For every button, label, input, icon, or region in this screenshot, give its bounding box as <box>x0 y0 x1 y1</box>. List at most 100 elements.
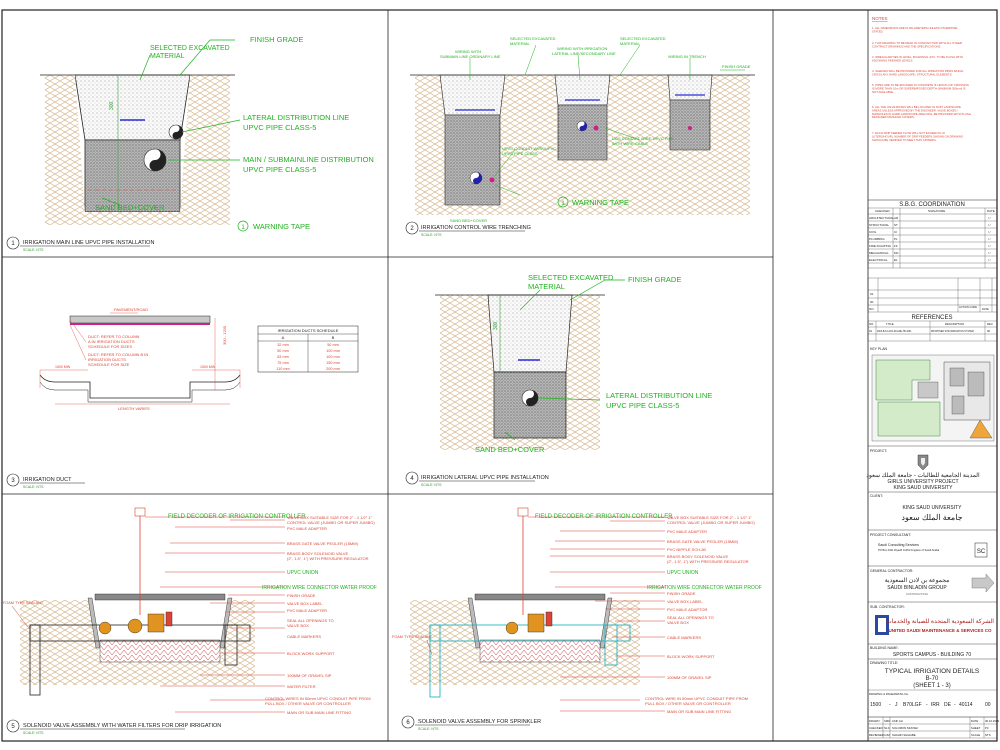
rev-row: NO. <box>869 307 875 311</box>
d2-wiring-submain-1: WIRING WITH <box>455 49 481 54</box>
d6-brass-solenoid-1: BRASS BODY SOLENOID VALVE <box>667 554 728 559</box>
d4-sand-bed: SAND BED+COVER <box>475 445 545 454</box>
d3-number: 3 <box>11 478 15 484</box>
d6-block-work: BLOCK WORK SUPPORT <box>667 654 715 659</box>
coord-row-code: MC <box>894 251 899 255</box>
note-item: 4. SLEEVES WILL BE PROVIDED FOR ALL IRRI… <box>872 69 963 76</box>
project-en-1: GIRLS UNIVERSITY PROJECT <box>887 479 958 485</box>
note-item: 1. ALL DIMENSIONS ARE IN MILLIMETERS UNL… <box>872 26 957 33</box>
d6-scale: SCALE: NTS <box>418 727 439 731</box>
detail-2-control-wire-trenching: WIRING WITH SUBMAIN LINE ORDINARY LINE W… <box>405 36 755 237</box>
sign-cell: SHAHIN SHIHABE <box>892 733 916 737</box>
d6-wire-connector: IRRIGATION WIRE CONNECTOR WATER PROOF <box>647 585 762 591</box>
drawing-no-part: 1500 <box>870 702 881 708</box>
d1-title: IRRIGATION MAIN LINE UPVC PIPE INSTALLAT… <box>23 240 154 246</box>
coord-row-date: / / <box>988 223 991 227</box>
d4-lateral-2: UPVC PIPE CLASS-5 <box>606 401 679 410</box>
d5-valve-box-1: VALVE BOX SUITABLE SIZE FOR 2" - 1 1/2" … <box>287 515 373 520</box>
drawing-no-part: - <box>954 702 956 708</box>
d1-warning-num: 1 <box>241 225 245 231</box>
drawing-no-part: IRR <box>931 702 940 708</box>
coord-head-date: DATE <box>987 209 995 213</box>
project-en-2: KING SAUD UNIVERSITY <box>894 485 954 491</box>
ref-head-rev: REV. <box>987 322 993 326</box>
detail-3-irrigation-duct: PAVEMENT/ROAD DUCT: REFER TO COLUMN A IN… <box>6 307 359 489</box>
d5-seal-1: SEAL ALL OPENINGS TO <box>287 618 334 623</box>
consultant-label: PROJECT CONSULTANT: <box>870 533 911 537</box>
ref-head-no: NO. <box>869 322 874 326</box>
d3-pavement: PAVEMENT/ROAD <box>114 307 148 312</box>
d3-dim-left: 1500 MIN <box>55 365 71 369</box>
detail-1-main-line-installation: 300 FINISH GRADE SELECTED EXCAVATED MATE… <box>6 35 374 252</box>
ref-cell: PROPOSED SITE IRRIGATION SYSTEM <box>931 330 974 333</box>
d1-lateral-1: LATERAL DISTRIBUTION LINE <box>243 113 349 122</box>
d6-valve-box-2: CONTROL VALVE (JUMBO OR SUPER JUMBO) <box>667 520 755 525</box>
sign-cell: REVIEWED <box>869 733 884 737</box>
revision-table <box>867 277 998 313</box>
drawing-sub: B-70 <box>926 676 939 682</box>
d3-duct-b-3: SCHEDULE FOR SIZE <box>88 362 130 367</box>
ksu-emblem-logo <box>917 454 929 471</box>
coord-head-checked: CHECKED <box>875 209 891 213</box>
sbg-arrow-logo <box>971 573 995 593</box>
table-cell: 50 mm <box>327 343 339 347</box>
d2-selected-a-2: MATERIAL <box>510 41 530 46</box>
d2-wiring-submain-2: SUBMAIN LINE ORDINARY LINE <box>440 54 501 59</box>
drawing-no-part: DE <box>944 702 952 708</box>
ref-head-title: TITLE <box>886 322 894 326</box>
d5-title: SOLENOID VALVE ASSEMBLY WITH WATER FILTE… <box>23 723 221 729</box>
drawing-no-label: DRAWING & PAGE/DETAIL No. <box>869 692 909 696</box>
d2-selected-a-1: SELECTED EXCAVATED <box>510 36 556 41</box>
coord-row-date: / / <box>988 244 991 248</box>
d6-upvc-union: UPVC UNION <box>667 570 699 576</box>
references-table <box>867 320 998 342</box>
sub-contractor-en: UNITED SAUDI MAINTENANCE & SERVICES CO <box>889 628 992 633</box>
table-cell: 75 mm <box>277 361 289 365</box>
d1-finish-grade: FINISH GRADE <box>250 35 303 44</box>
consultant-logo: SC <box>977 549 986 555</box>
d2-title: IRRIGATION CONTROL WIRE TRENCHING <box>421 225 531 231</box>
rev-row: 00 <box>870 300 874 304</box>
sign-cell: SOLOMON MUNSHI <box>892 726 918 730</box>
d2-sand-cover: SAND BED+COVER <box>450 218 487 223</box>
d2-conduit-2: UPVC PIPE CLASS <box>502 151 538 156</box>
d2-finish-grade: FINISH GRADE <box>722 64 751 69</box>
d2-wiring-lateral-1: WIRING WITH IRRIGATION <box>557 46 607 51</box>
d3-duct-b-1: DUCT: REFER TO COLUMN B IN <box>88 352 148 357</box>
table-cell: 100 mm <box>326 349 340 353</box>
coord-row-label: PLUMBING <box>869 237 885 241</box>
d1-scale: SCALE: NTS <box>23 248 44 252</box>
d3-duct-a-2: A IN IRRIGATION DUCTS <box>88 339 135 344</box>
d6-brass-solenoid-2: (2", 1.5", 1") WITH PRESSURE REGULATOR <box>667 559 749 564</box>
drawing-title-label: DRAWING TITLE: <box>870 661 898 665</box>
coord-row-label: STRUCTURAL <box>869 223 889 227</box>
notes-list: 1. ALL DIMENSIONS ARE IN MILLIMETERS UNL… <box>872 26 971 142</box>
ref-head-desc: DESCRIPTION <box>945 322 964 326</box>
coord-row-code: AR <box>894 216 899 220</box>
sign-cell: CHECKED <box>869 726 883 730</box>
rev-head-action: ACTION CODE <box>959 305 977 309</box>
key-plan-label: KEY PLAN <box>870 347 888 351</box>
d4-finish-grade: FINISH GRADE <box>628 275 681 284</box>
d5-block-work: BLOCK WORK SUPPORT <box>287 651 335 656</box>
d5-finish-grade: FINISH GRADE <box>287 593 316 598</box>
detail-4-lateral-pipe-installation: 300 FINISH GRADE SELECTED EXCAVATED MATE… <box>405 273 712 487</box>
d6-seal-2: VALVE BOX <box>667 620 689 625</box>
d2-selected-b-2: MATERIAL <box>620 41 640 46</box>
drawing-number: 1500 - J B70LGF - IRR DE - 40114 00 <box>870 702 991 708</box>
coord-row-label: FIRE FIGHTING <box>869 244 892 248</box>
drawing-title: TYPICAL IRRIGATION DETAILS <box>885 668 980 675</box>
table-cell: 50 mm <box>277 349 289 353</box>
ref-cell: 2003-B-10-AXX-09-ADE-TB-1001 <box>877 330 912 333</box>
d6-valve-box-label: VALVE BOX LABEL <box>667 599 703 604</box>
sign-cell: ASIF ALI <box>892 719 903 723</box>
d3-scale: SCALE: NTS <box>23 485 44 489</box>
d6-control-wire-1: CONTROL WIRE IN 50mm UPVC CONDUIT PIPE F… <box>645 696 748 701</box>
client-label: CLIENT: <box>870 494 883 498</box>
d5-water-filter: WATER FILTER <box>287 684 316 689</box>
ref-cell: 00 <box>987 329 991 333</box>
d5-foam-sealant: FOAM TYPE SEALANT <box>3 601 44 605</box>
coord-row-date: / / <box>988 230 991 234</box>
sign-cell: SMD <box>884 719 890 723</box>
